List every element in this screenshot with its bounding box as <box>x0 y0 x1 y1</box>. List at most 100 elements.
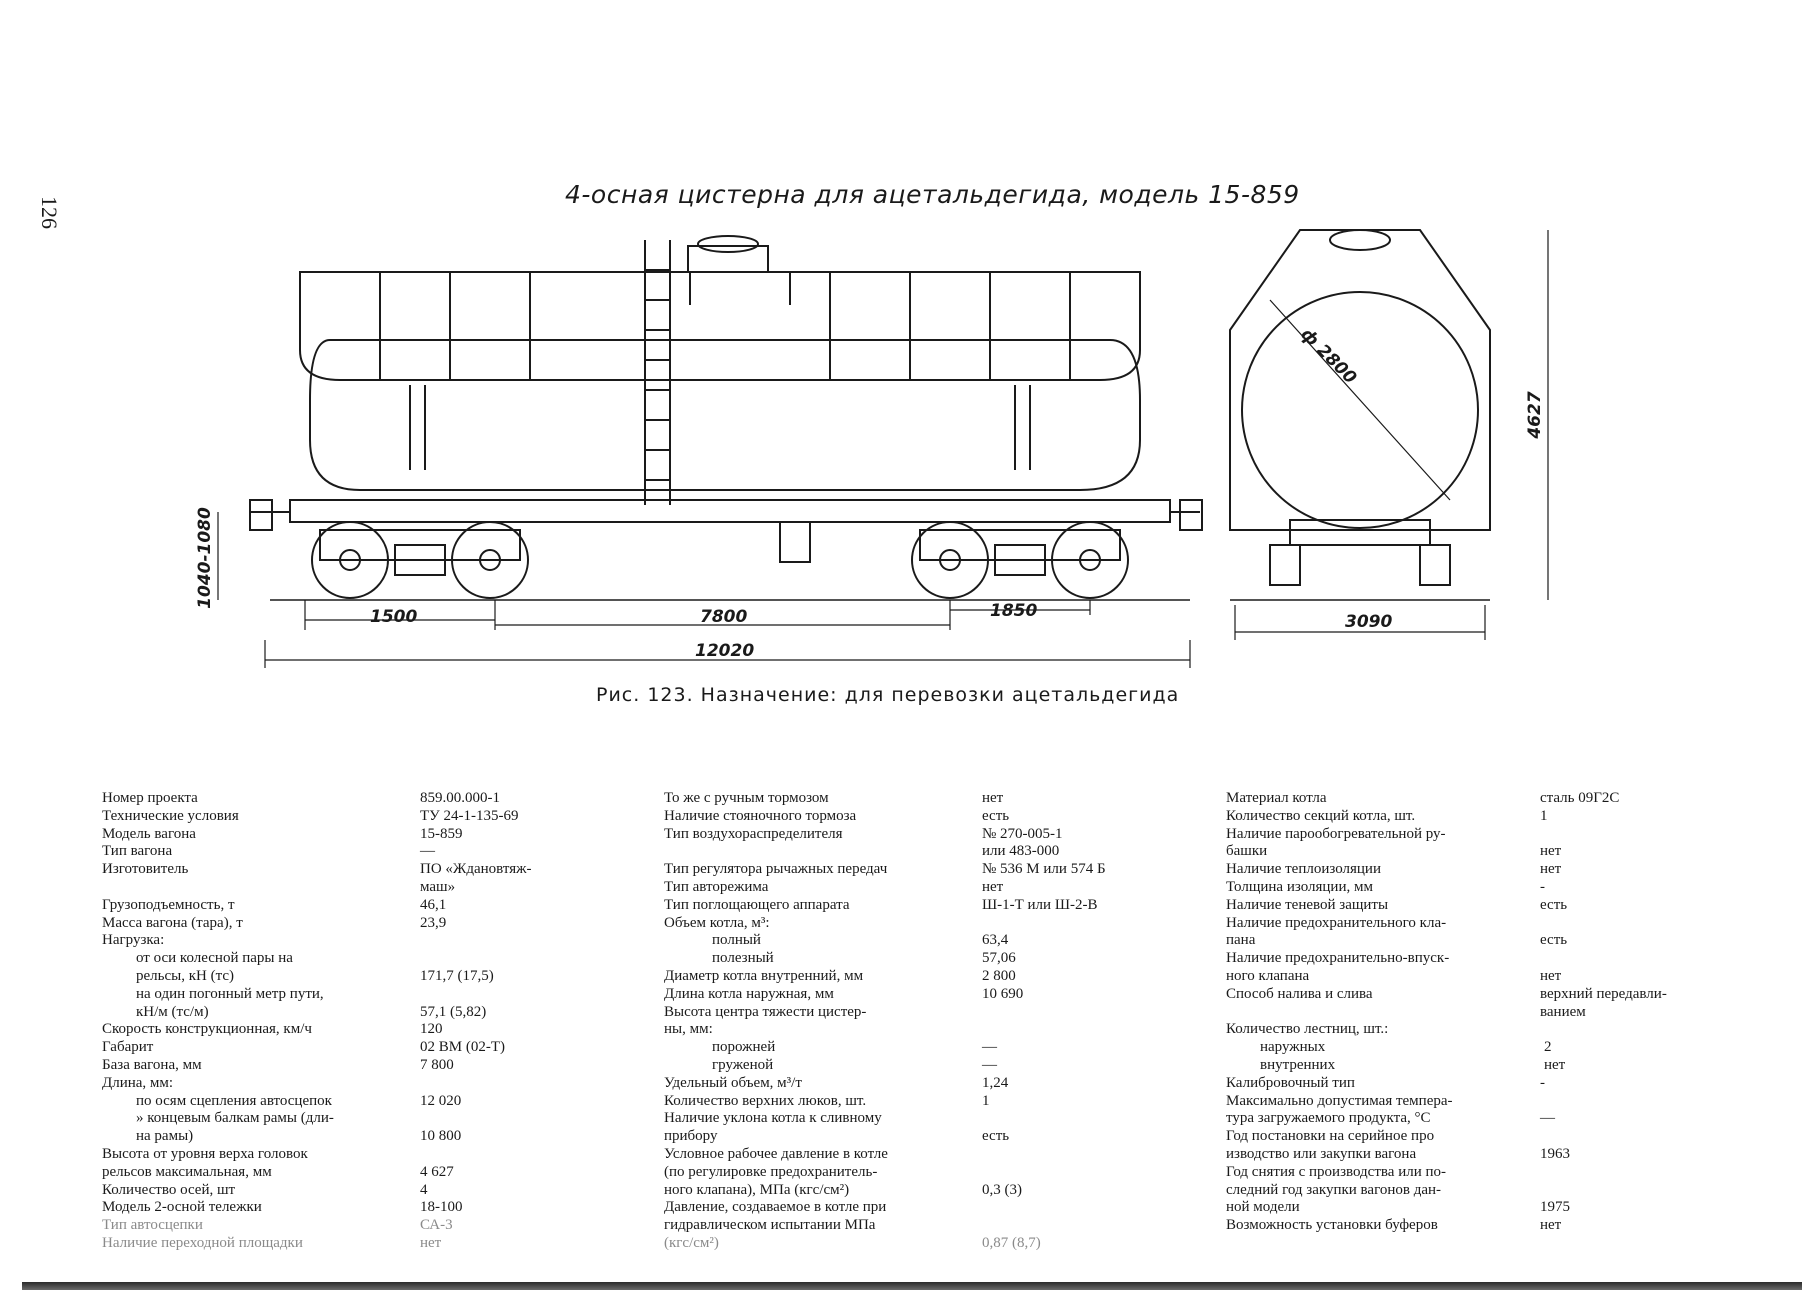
spec-label: Тип поглощающего аппарата <box>664 896 850 913</box>
spec-label: рельсы, кН (тс) <box>136 967 234 984</box>
drawing-title: 4-осная цистерна для ацетальдегида, моде… <box>565 180 1300 209</box>
spec-row: Длина, мм: <box>102 1075 570 1093</box>
spec-value: 10 800 <box>420 1128 462 1145</box>
spec-label: ного клапана), МПа (кгс/см²) <box>664 1181 850 1198</box>
spec-value: сталь 09Г2С <box>1540 790 1620 806</box>
spec-row: или 483-000 <box>664 843 1132 861</box>
spec-value: Ш-1-Т или Ш-2-В <box>982 896 1098 913</box>
spec-label: Номер проекта <box>102 790 198 806</box>
spec-value: или 483-000 <box>982 843 1060 860</box>
spec-label <box>102 879 420 897</box>
spec-label: пана <box>1226 932 1256 949</box>
spec-row: Изготовитель ПО «Ждановтяж- <box>102 861 570 879</box>
spec-label: Изготовитель <box>102 861 189 878</box>
spec-row: Тип вагона— <box>102 843 570 861</box>
spec-label: Тип воздухораспределителя <box>664 825 843 842</box>
spec-value <box>420 986 570 1004</box>
spec-label: База вагона, мм <box>102 1056 202 1073</box>
spec-row: Высота от уровня верха головок <box>102 1146 570 1164</box>
spec-row: рельсы, кН (тс) 171,7 (17,5) <box>102 968 570 986</box>
dim-base: 7800 <box>700 607 747 627</box>
spec-value: 171,7 (17,5) <box>420 967 494 984</box>
spec-row: гидравлическом испытании МПа <box>664 1217 1132 1235</box>
spec-value: 1975 <box>1540 1199 1570 1216</box>
spec-label: Диаметр котла внутренний, мм <box>664 967 864 984</box>
dim-bogie-base: 1850 <box>990 601 1037 621</box>
spec-row: тура загружаемого продукта, °С— <box>1226 1110 1724 1128</box>
spec-value <box>982 1199 1132 1217</box>
spec-label: Наличие теплоизоляции <box>1226 861 1381 878</box>
spec-row: Тип авторежима нет <box>664 879 1132 897</box>
spec-label: Наличие переходной площадки <box>102 1234 303 1251</box>
spec-row: на рамы)10 800 <box>102 1128 570 1146</box>
spec-label: Длина, мм: <box>102 1074 174 1091</box>
spec-label: Тип авторежима <box>664 878 769 895</box>
spec-label: изводство или закупки вагона <box>1226 1145 1417 1162</box>
spec-value: ПО «Ждановтяж- <box>420 861 532 878</box>
spec-label: Удельный объем, м³/т <box>664 1074 802 1091</box>
spec-label: внутренних <box>1260 1056 1336 1073</box>
spec-label: Максимально допустимая темпера- <box>1226 1092 1453 1109</box>
tank-wagon-drawing: 1040-1080 1500 7800 1850 12020 4627 3090… <box>195 229 1549 668</box>
spec-label: Год постановки на серийное про <box>1226 1128 1435 1145</box>
dim-diameter: ф 2800 <box>1296 324 1360 388</box>
spec-value <box>420 1146 570 1164</box>
spec-row: Наличие уклона котла к сливному <box>664 1110 1132 1128</box>
spec-label: следний год закупки вагонов дан- <box>1226 1181 1442 1198</box>
spec-row: Наличие парообогревательной ру- <box>1226 826 1724 844</box>
spec-row: на один погонный метр пути, <box>102 986 570 1004</box>
spec-value: 46,1 <box>420 896 447 913</box>
spec-label: Толщина изоляции, мм <box>1226 878 1373 895</box>
spec-value: 1 <box>982 1092 990 1109</box>
spec-row: Нагрузка: <box>102 932 570 950</box>
spec-label: Способ налива и слива <box>1226 985 1373 1002</box>
spec-label: Масса вагона (тара), т <box>102 914 243 931</box>
spec-value: - <box>1540 878 1545 895</box>
spec-label: полный <box>712 932 761 949</box>
spec-row: » концевым балкам рамы (дли- <box>102 1110 570 1128</box>
spec-row: следний год закупки вагонов дан- <box>1226 1182 1724 1200</box>
spec-label: Количество верхних люков, шт. <box>664 1092 867 1109</box>
spec-label: гидравлическом испытании МПа <box>664 1217 876 1234</box>
spec-label: Высота от уровня верха головок <box>102 1145 308 1162</box>
spec-label: полезный <box>712 950 774 967</box>
spec-row: Количество лестниц, шт.: <box>1226 1021 1724 1039</box>
spec-label: Возможность установки буферов <box>1226 1217 1438 1234</box>
spec-label: Условное рабочее давление в котле <box>664 1145 888 1162</box>
spec-value <box>1540 950 1720 968</box>
spec-label: башки <box>1226 843 1268 860</box>
spec-row: Толщина изоляции, мм - <box>1226 879 1724 897</box>
spec-value <box>982 1146 1132 1164</box>
page-bottom-rule <box>22 1282 1802 1290</box>
spec-value: — <box>982 1056 997 1073</box>
dim-height: 4627 <box>1525 391 1545 439</box>
spec-value: есть <box>982 1128 1010 1145</box>
spec-label: (по регулировке предохранитель- <box>664 1163 878 1180</box>
spec-row: Количество секций котла, шт.1 <box>1226 808 1724 826</box>
spec-row: ного клапана), МПа (кгс/см²)0,3 (3) <box>664 1182 1132 1200</box>
spec-value <box>1540 1021 1720 1039</box>
spec-value: № 536 М или 574 Б <box>982 861 1106 878</box>
spec-value <box>420 950 570 968</box>
spec-value <box>420 1110 570 1128</box>
spec-row: порожней— <box>664 1039 1132 1057</box>
spec-value: 120 <box>420 1021 443 1038</box>
spec-value: нет <box>982 878 1004 895</box>
